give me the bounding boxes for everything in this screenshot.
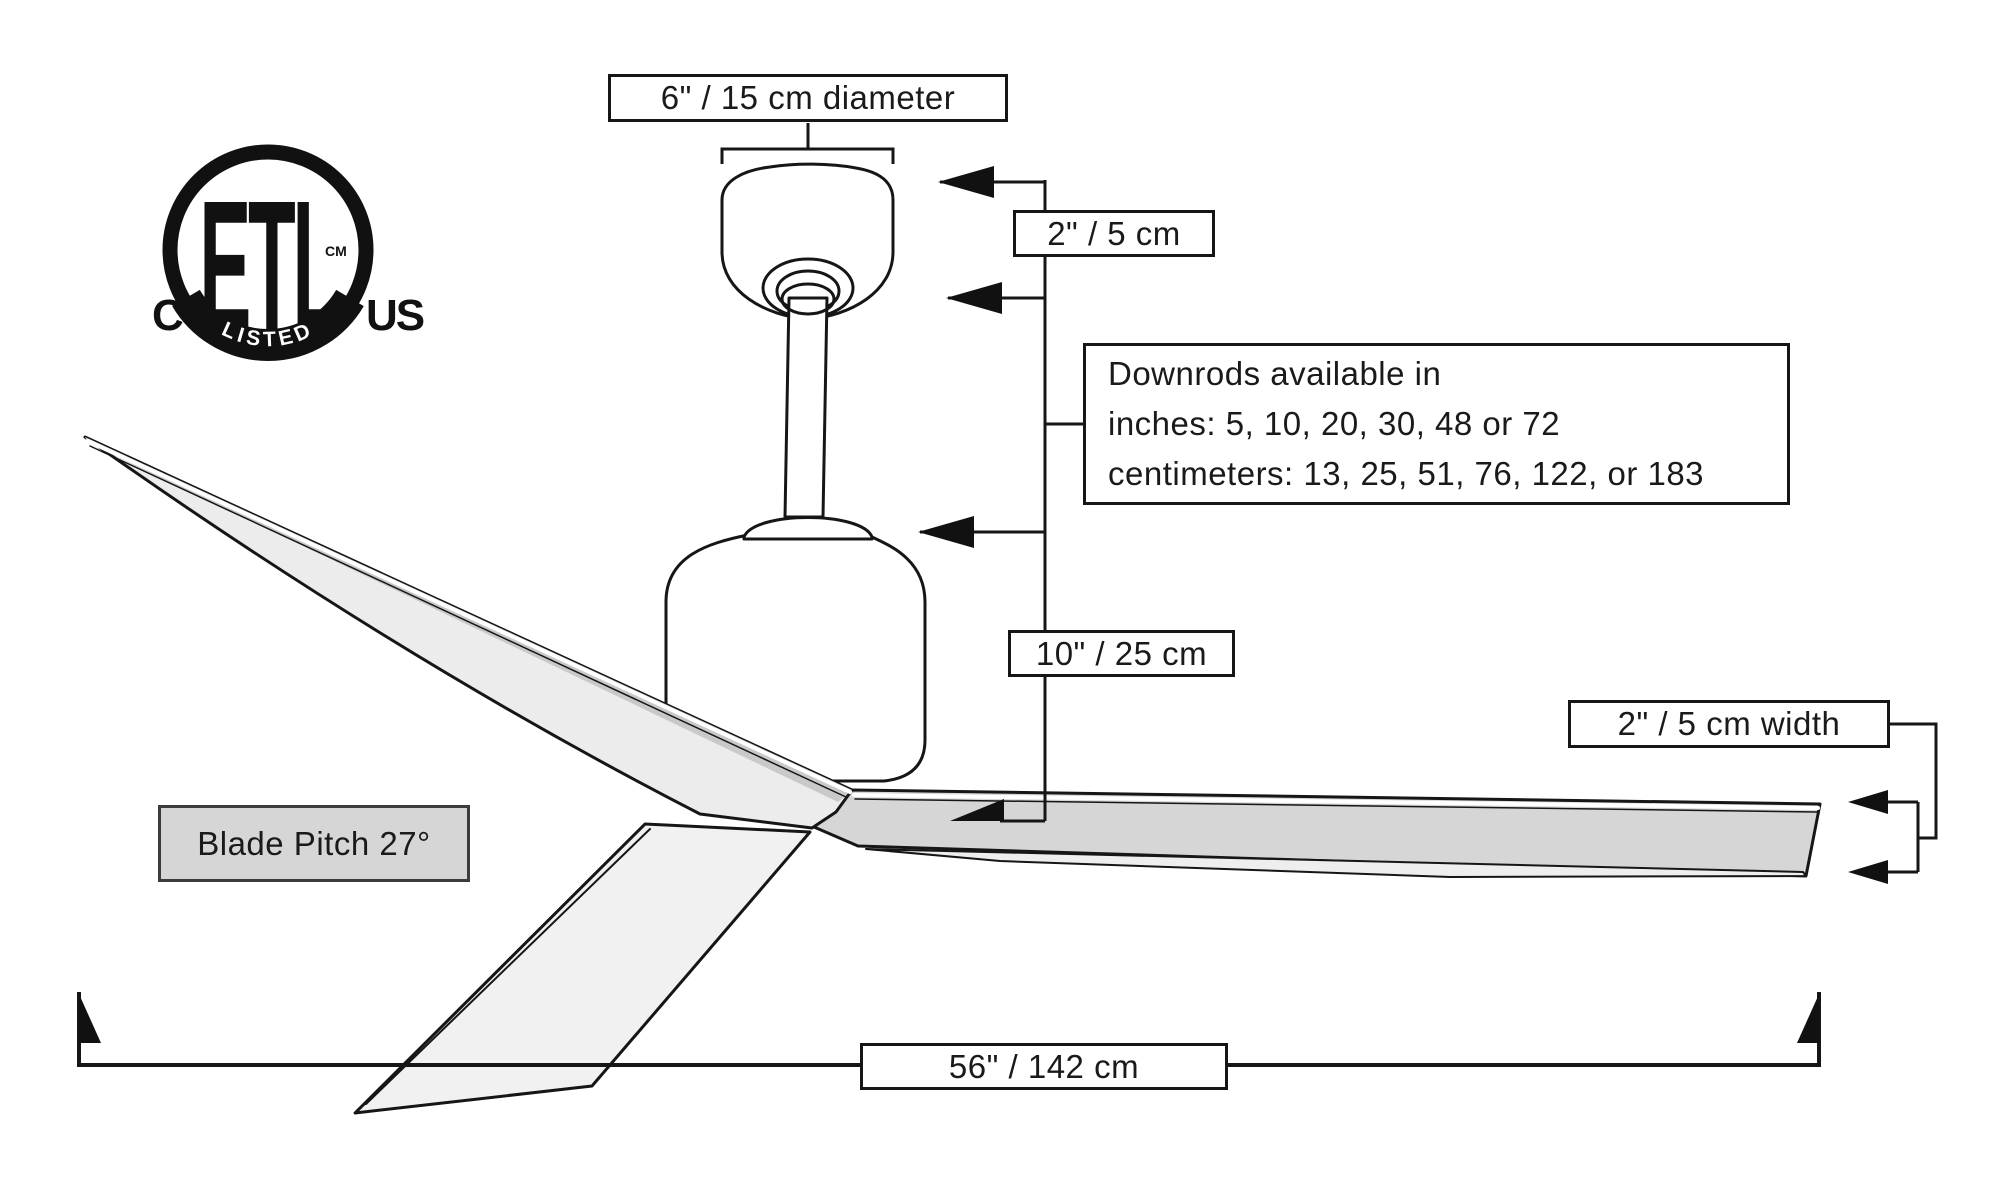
etl-certification-logo-icon: ETL CM C US LISTED — [152, 144, 426, 370]
downrod-line-1: Downrods available in — [1108, 354, 1442, 392]
canopy-diameter-label: 6" / 15 cm diameter — [608, 74, 1008, 122]
downrod — [783, 296, 829, 519]
vertical-dimension-line — [918, 166, 1086, 823]
etl-suffix-us: US — [366, 291, 424, 340]
downrod-line-3: centimeters: 13, 25, 51, 76, 122, or 183 — [1108, 455, 1705, 493]
blade-span-label: 56" / 142 cm — [860, 1043, 1228, 1090]
blade-right — [812, 788, 1822, 878]
downrod-options-label: Downrods available in inches: 5, 10, 20,… — [1083, 343, 1790, 505]
fan-illustration — [83, 162, 1822, 1115]
etl-mark-text: ETL — [199, 163, 338, 370]
blade-lower-left — [353, 822, 812, 1115]
etl-prefix-c: C — [152, 291, 184, 340]
blade-upper-left — [83, 435, 854, 830]
blade-width-label: 2" / 5 cm width — [1568, 700, 1890, 748]
blade-pitch-label: Blade Pitch 27° — [158, 805, 470, 882]
etl-trademark-text: CM — [325, 243, 347, 259]
canopy-diameter-bracket — [720, 123, 895, 164]
motor-height-label: 10" / 25 cm — [1008, 630, 1235, 677]
motor-cap — [742, 516, 874, 541]
ball-joint — [780, 282, 836, 316]
downrod-line-2: inches: 5, 10, 20, 30, 48 or 72 — [1108, 404, 1561, 442]
canopy-height-label: 2" / 5 cm — [1013, 210, 1215, 257]
blade-width-bracket — [1848, 722, 1938, 884]
